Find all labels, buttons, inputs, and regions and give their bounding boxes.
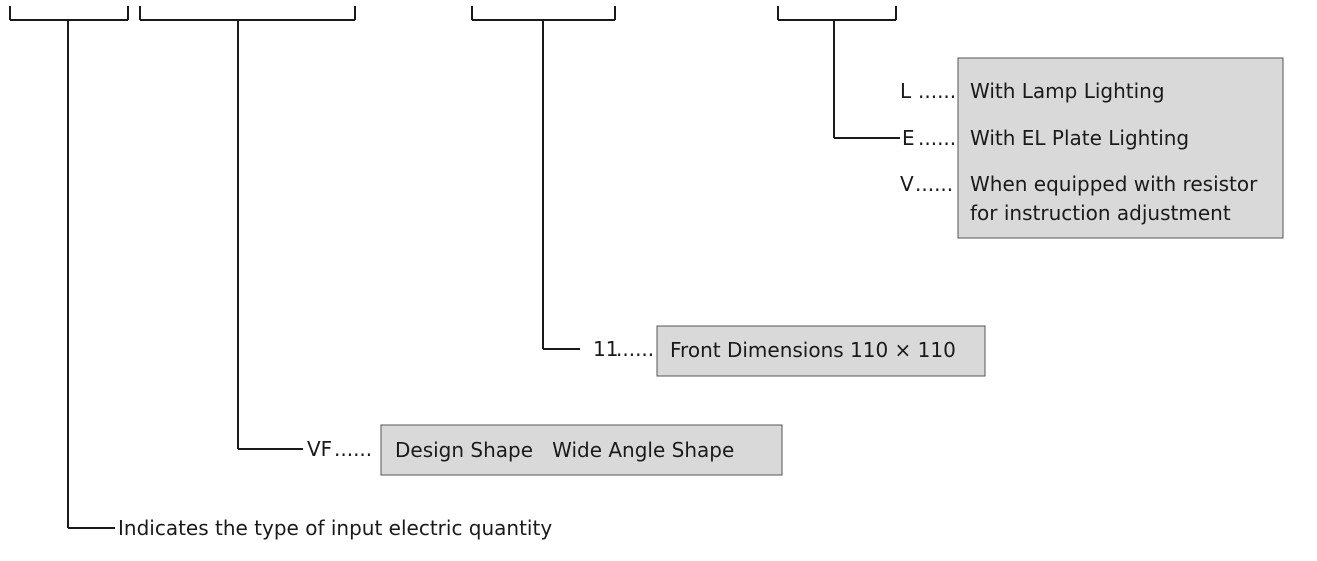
option-label-v-line1: When equipped with resistor [970,172,1258,196]
option-leader-v: ...... [915,172,953,196]
input-quantity-label: Indicates the type of input electric qua… [118,516,552,540]
option-label-v-line2: for instruction adjustment [970,201,1231,225]
bracket-input-quantity [9,6,129,529]
design-shape-label: Design Shape Wide Angle Shape [395,438,734,462]
bracket-front-dimensions [471,6,616,350]
front-dimensions-code: 11 [593,337,618,361]
option-label-e: With EL Plate Lighting [970,126,1189,150]
option-code-l: L [900,79,912,103]
front-dimensions-leader: ...... [616,337,654,361]
option-code-v: V [900,172,914,196]
front-dimensions-label: Front Dimensions 110 × 110 [670,338,956,362]
design-shape-leader: ...... [334,437,372,461]
design-shape-box [380,424,783,476]
option-leader-l: ...... [918,79,956,103]
lighting-options-box [957,57,1284,239]
bracket-lighting-options [777,6,900,139]
bracket-design-shape [139,6,356,450]
option-code-e: E [902,126,915,150]
option-label-l: With Lamp Lighting [970,79,1165,103]
option-leader-e: ...... [918,126,956,150]
front-dimensions-box [656,325,986,377]
design-shape-code: VF [307,437,332,461]
